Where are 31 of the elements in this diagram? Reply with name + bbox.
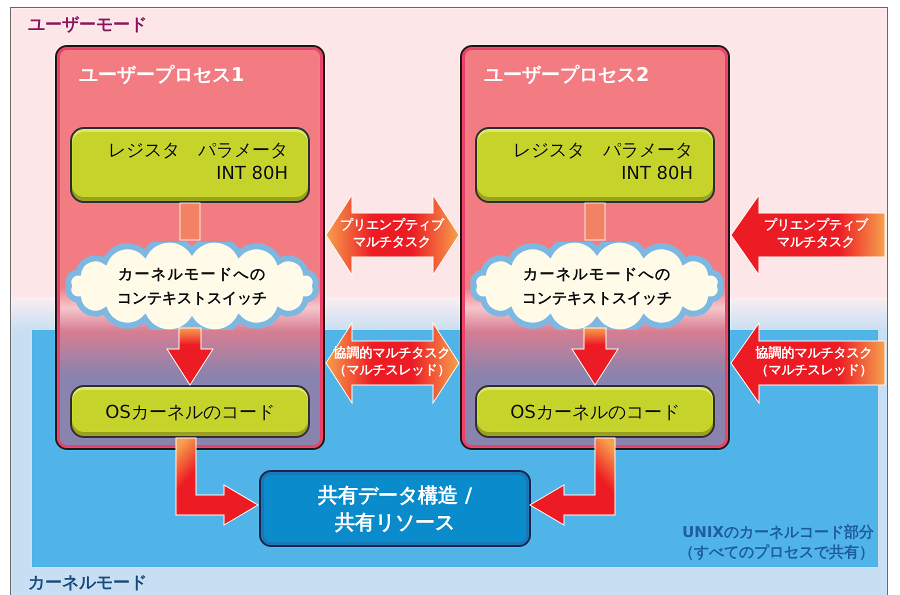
register-box bbox=[70, 127, 310, 203]
thick-arrow bbox=[176, 438, 259, 526]
thick-arrow bbox=[730, 193, 886, 277]
kernel-code-box bbox=[475, 385, 715, 438]
arrow-label: プリエンプティブマルチタスク bbox=[763, 218, 870, 252]
panel-title: ユーザープロセス2 bbox=[484, 63, 650, 88]
mode-label: ユーザーモード bbox=[28, 14, 147, 36]
box-text: 共有データ構造 /共有リソース bbox=[316, 482, 474, 536]
thick-arrow bbox=[529, 438, 616, 526]
thick-arrow bbox=[166, 328, 214, 386]
box-text: レジスタ パラメータ INT 80H bbox=[512, 139, 693, 186]
cloud-text: カーネルモードへのコンテキストスイッチ bbox=[116, 264, 268, 309]
arrow-label: プリエンプティブマルチタスク bbox=[339, 218, 446, 252]
register-box bbox=[475, 127, 715, 203]
box-text: OSカーネルのコード bbox=[105, 400, 275, 424]
thick-arrow bbox=[325, 193, 460, 277]
cloud-text: カーネルモードへのコンテキストスイッチ bbox=[521, 264, 673, 309]
connector-bar bbox=[584, 202, 606, 240]
box-text: OSカーネルのコード bbox=[510, 400, 680, 424]
thick-arrow bbox=[325, 321, 460, 405]
panel-title: ユーザープロセス1 bbox=[79, 63, 244, 88]
connector-bar bbox=[180, 202, 200, 240]
mode-label: カーネルモード bbox=[28, 572, 147, 594]
kernel-code-box bbox=[70, 385, 310, 438]
box-text: レジスタ パラメータ INT 80H bbox=[107, 139, 288, 186]
thick-arrow bbox=[571, 328, 619, 386]
arrow-label: 協調的マルチタスク（マルチスレッド） bbox=[754, 346, 874, 380]
note-text: UNIXのカーネルコード部分（すべてのプロセスで共有） bbox=[678, 523, 874, 562]
arrow-label: 協調的マルチタスク（マルチスレッド） bbox=[332, 346, 452, 380]
shared-data-box bbox=[259, 470, 531, 547]
thick-arrow bbox=[730, 321, 886, 405]
